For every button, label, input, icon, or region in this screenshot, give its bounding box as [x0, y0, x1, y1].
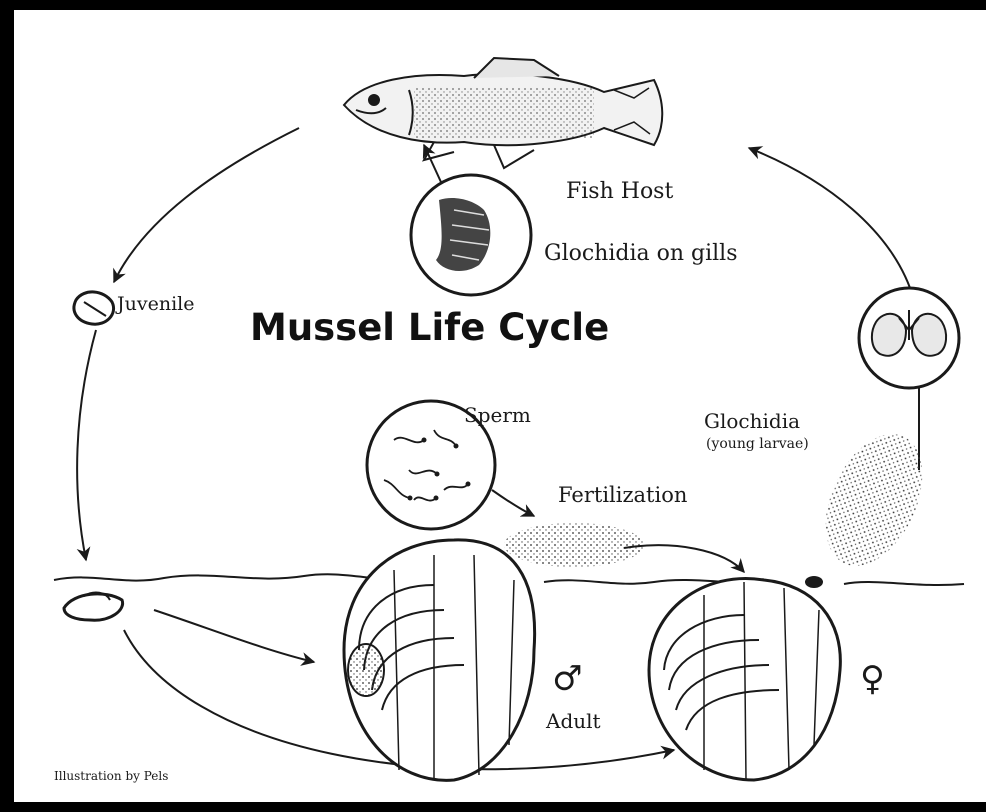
arrow-sperm-to-fertilization	[492, 490, 534, 516]
diagram-title: Mussel Life Cycle	[250, 306, 609, 349]
juvenile-illustration	[74, 292, 114, 324]
sperm-label: Sperm	[464, 403, 531, 427]
juvenile-label: Juvenile	[115, 293, 194, 315]
glochidia-cloud	[806, 419, 941, 581]
adult-male-mussel	[344, 540, 535, 780]
fish-host-illustration	[344, 58, 662, 168]
fertilization-label: Fertilization	[558, 483, 687, 507]
glochidia-on-gills-label: Glochidia on gills	[544, 241, 738, 266]
gills-inset	[411, 145, 531, 295]
adult-label: Adult	[545, 709, 601, 733]
male-symbol: ♂	[552, 659, 582, 699]
glochidia-larva-inset	[859, 288, 959, 388]
sperm-cloud	[504, 523, 644, 567]
juvenile-on-bed	[64, 593, 123, 621]
arrow-juvenile-to-bottom	[77, 330, 96, 560]
arrow-glochidia-to-fish	[749, 148, 914, 300]
female-symbol: ♀	[860, 659, 885, 699]
fish-host-label: Fish Host	[566, 179, 673, 204]
life-cycle-diagram: Mussel Life Cycle Fish Host Glochidia on…	[14, 10, 986, 802]
adult-female-mussel	[649, 576, 840, 780]
arrow-fish-to-juvenile	[114, 128, 299, 282]
diagram-canvas: Mussel Life Cycle Fish Host Glochidia on…	[14, 10, 986, 802]
glochidia-label: Glochidia	[704, 409, 800, 433]
illustration-credit: Illustration by Pels	[54, 769, 168, 783]
young-larvae-label: (young larvae)	[706, 436, 809, 452]
arrow-juvenile-to-male	[154, 610, 314, 662]
